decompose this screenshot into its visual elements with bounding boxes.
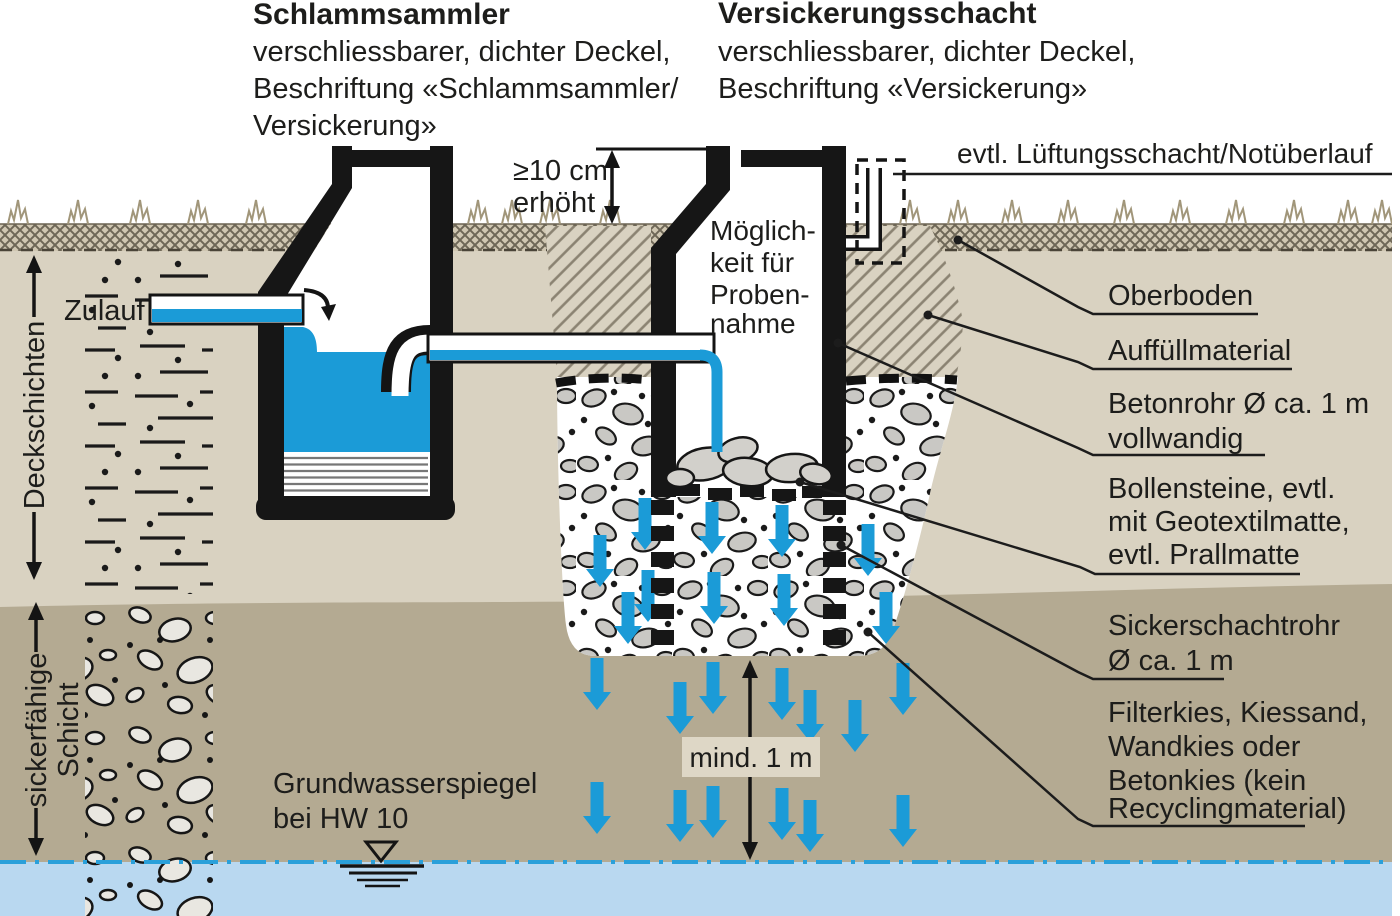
geotextile-edge-left	[555, 373, 652, 388]
inlet-pipe	[148, 293, 305, 326]
sampling-label-1: Möglich-	[710, 215, 816, 246]
label-filterkies-3: Betonkies (kein	[1108, 765, 1306, 797]
label-bollensteine-2: mit Geotextilmatte,	[1108, 506, 1350, 538]
groundwater	[0, 840, 1392, 888]
schlammsammler-line1: verschliessbarer, dichter Deckel,	[253, 36, 670, 68]
tank-bottom	[256, 496, 455, 520]
inflow-curve-arrow	[303, 288, 336, 321]
label-filterkies-1: Filterkies, Kiessand,	[1108, 697, 1368, 729]
drop-pipe	[699, 349, 723, 452]
min-depth-label: mind. 1 m	[690, 742, 813, 773]
dip-pipe-elbow	[381, 325, 431, 397]
permeable-layer-label-1: sickerfähige	[21, 653, 53, 808]
shaft-floor-dashes	[676, 484, 822, 501]
sampling-label-2: keit für	[710, 247, 794, 278]
groundwater-label-2: bei HW 10	[273, 803, 408, 835]
shaft-right-wall	[822, 146, 846, 497]
arrowhead-down	[742, 842, 758, 860]
label-auffuellmaterial: Auffüllmaterial	[1108, 335, 1291, 367]
sludge-collector	[256, 146, 455, 520]
shaft-lid	[741, 150, 831, 167]
vent-dashed-outline	[855, 158, 906, 265]
shaft-left-wall	[651, 146, 730, 497]
label-sickerrohr-2: Ø ca. 1 m	[1108, 645, 1234, 677]
schlammsammler-line2: Beschriftung «Schlammsammler/	[253, 73, 679, 105]
schlammsammler-title: Schlammsammler	[253, 0, 510, 31]
right-margin	[1392, 0, 1400, 916]
label-bollensteine-3: evtl. Prallmatte	[1108, 539, 1300, 571]
label-bollensteine-1: Bollensteine, evtl.	[1108, 473, 1335, 505]
versickerung-line1: verschliessbarer, dichter Deckel,	[718, 36, 1135, 68]
layer-annotations-left	[26, 255, 44, 856]
arrowhead-up	[604, 150, 620, 168]
cover-height-measure: ≥10 cm erhöht	[513, 147, 709, 224]
boulder-stones	[664, 436, 834, 489]
label-betonrohr-1: Betonrohr Ø ca. 1 m	[1108, 388, 1369, 420]
tank-left-wall	[258, 146, 352, 500]
label-filterkies-4: Recyclingmaterial)	[1108, 793, 1347, 825]
arrowhead-up	[742, 660, 758, 678]
raised-cover-label-1: ≥10 cm	[513, 155, 608, 187]
groundwater-label-1: Grundwasserspiegel	[273, 768, 537, 800]
shaft-interior	[674, 146, 822, 497]
label-oberboden: Oberboden	[1108, 280, 1253, 312]
raised-cover-label-2: erhöht	[513, 187, 595, 219]
transfer-pipe	[426, 332, 723, 452]
groundwater-body	[0, 862, 1392, 916]
schlammsammler-line3: Versickerung»	[253, 110, 437, 142]
leader-lines	[799, 172, 1395, 828]
label-filterkies-2: Wandkies oder	[1108, 731, 1301, 763]
min-depth-box	[682, 737, 820, 777]
sampling-label-3: Proben-	[710, 279, 810, 310]
versickerung-title: Versickerungsschacht	[718, 0, 1037, 30]
permeable-layer-stones	[85, 598, 213, 916]
leader-dots	[795, 235, 963, 637]
permeable-layer-label-2: Schicht	[53, 682, 85, 777]
shaft-perforated-walls	[651, 500, 846, 645]
sampling-label-4: nahme	[710, 308, 796, 339]
cover-layer-label: Deckschichten	[19, 321, 51, 510]
geotextile-edge-right	[845, 373, 958, 386]
vent-label: evtl. Lüftungsschacht/Notüberlauf	[957, 138, 1373, 169]
arrowhead-down	[604, 206, 620, 224]
label-betonrohr-2: vollwandig	[1108, 423, 1243, 455]
water-table-symbol	[340, 840, 424, 888]
infiltration-shaft	[651, 146, 906, 645]
tank-lid	[349, 150, 436, 167]
versickerung-line2: Beschriftung «Versickerung»	[718, 73, 1087, 105]
sludge-zone	[282, 452, 430, 498]
title-versickerungsschacht: Versickerungsschacht verschliessbarer, d…	[718, 0, 1135, 105]
tank-right-wall	[430, 146, 453, 500]
vent-shaft	[846, 158, 906, 265]
min-depth-measure: mind. 1 m	[682, 660, 820, 860]
title-schlammsammler: Schlammsammler verschliessbarer, dichter…	[253, 0, 679, 142]
label-sickerrohr-1: Sickerschachtrohr	[1108, 610, 1340, 642]
zulauf-label: Zulauf	[64, 295, 146, 327]
